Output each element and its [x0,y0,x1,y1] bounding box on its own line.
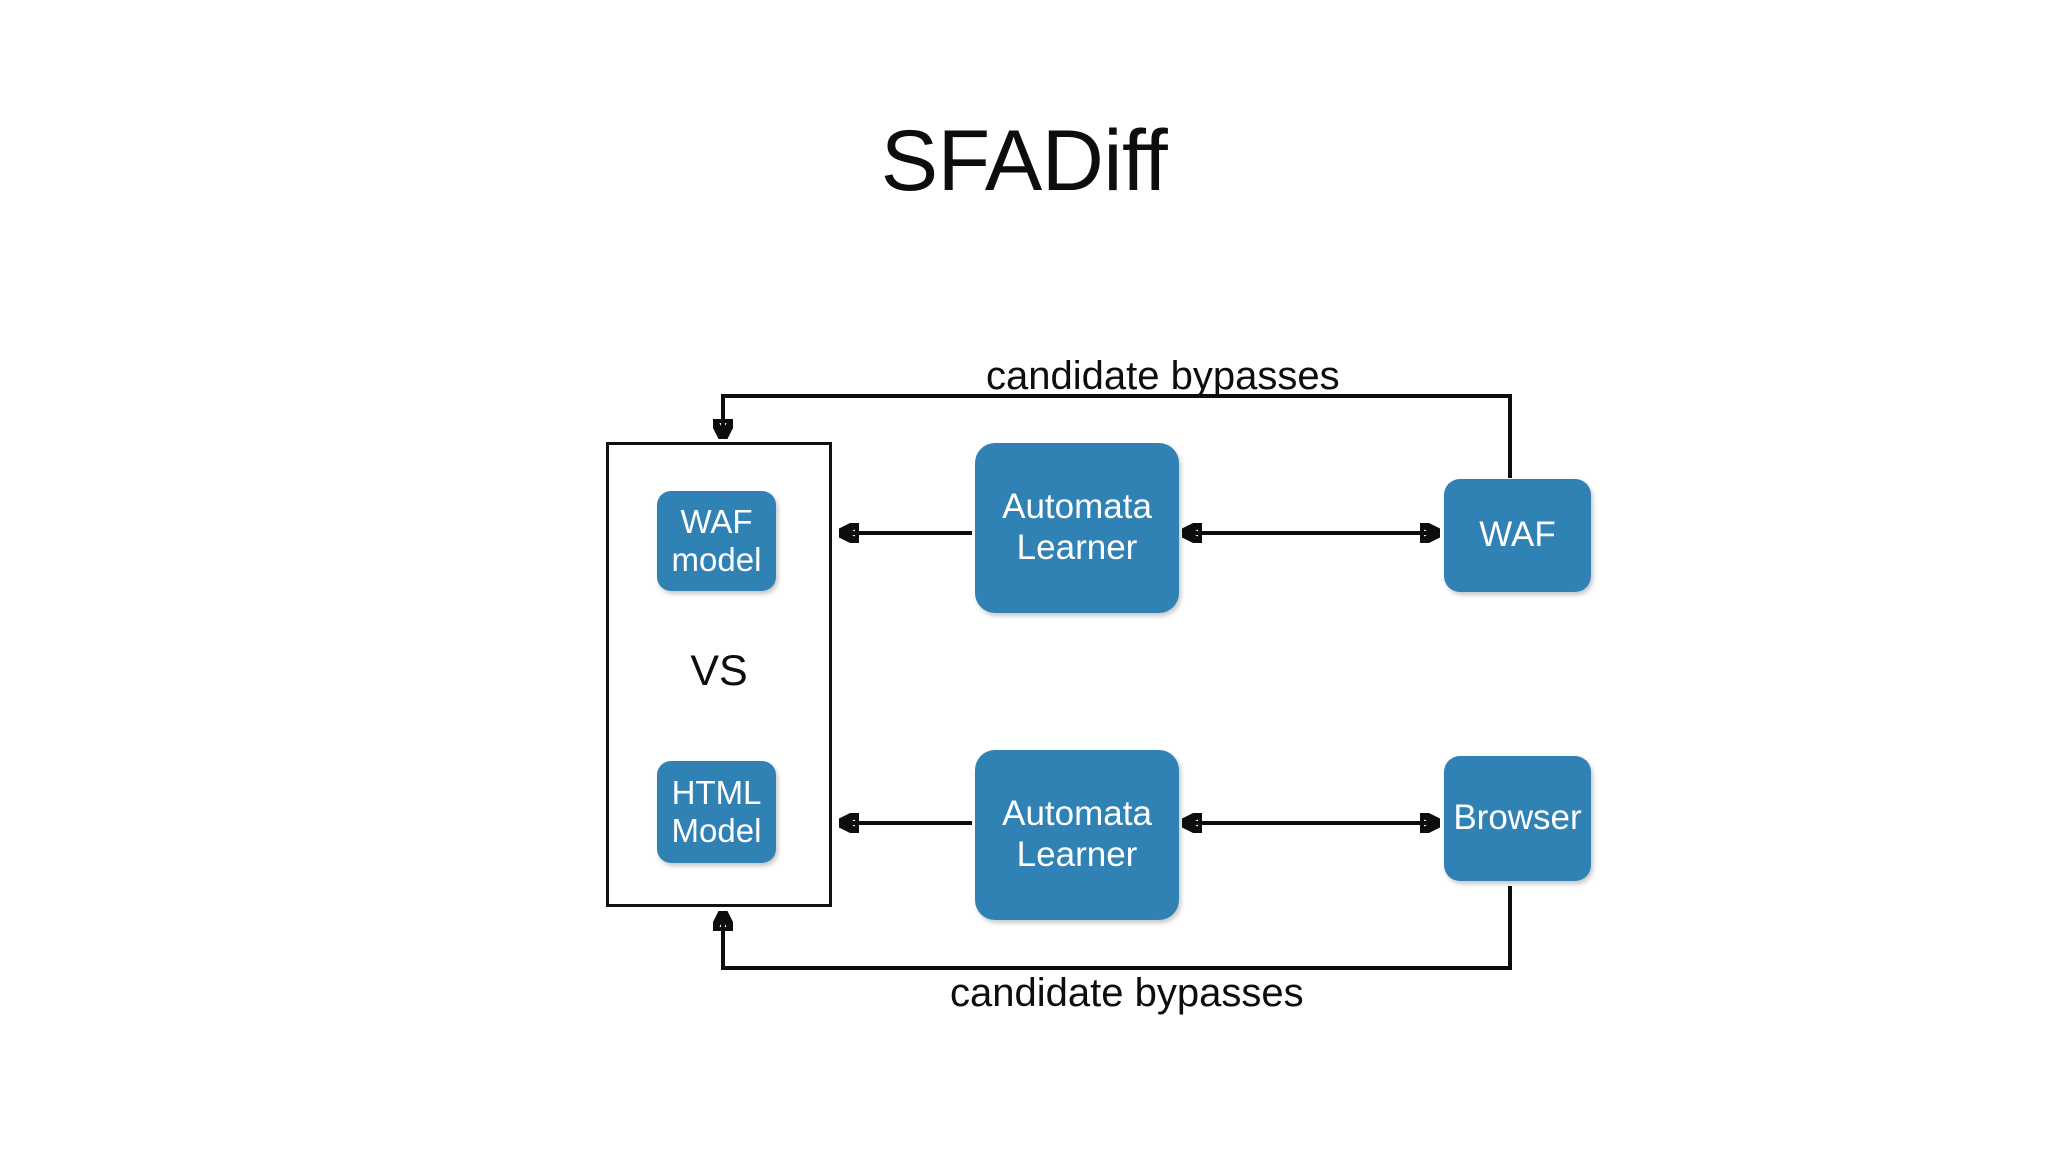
node-waf-model-line2: model [671,541,762,578]
node-automata-learner-bottom-line1: Automata [1002,794,1152,834]
page-title: SFADiff [880,113,1168,209]
node-waf-model-label: WAF model [657,503,776,580]
node-waf-model[interactable]: WAF model [657,491,776,591]
edge-label-bottom: candidate bypasses [950,971,1304,1015]
vs-separator-label: VS [690,647,748,695]
node-waf[interactable]: WAF [1444,479,1591,592]
node-automata-learner-top-line2: Learner [1016,528,1138,567]
node-automata-learner-top-label: Automata Learner [975,487,1179,568]
node-automata-learner-bottom-label: Automata Learner [975,794,1179,875]
node-automata-learner-top-line1: Automata [1002,487,1152,527]
node-html-model-line2: Model [671,812,762,849]
node-html-model-line1: HTML [671,773,762,811]
node-automata-learner-bottom[interactable]: Automata Learner [975,750,1179,920]
node-browser-label: Browser [1453,798,1582,838]
node-html-model-label: HTML Model [657,774,776,851]
node-waf-model-line1: WAF [680,502,753,540]
node-automata-learner-bottom-line2: Learner [1016,835,1138,874]
edge-label-top: candidate bypasses [986,354,1340,398]
node-automata-learner-top[interactable]: Automata Learner [975,443,1179,613]
node-waf-label: WAF [1479,515,1556,555]
node-browser[interactable]: Browser [1444,756,1591,881]
node-html-model[interactable]: HTML Model [657,761,776,863]
